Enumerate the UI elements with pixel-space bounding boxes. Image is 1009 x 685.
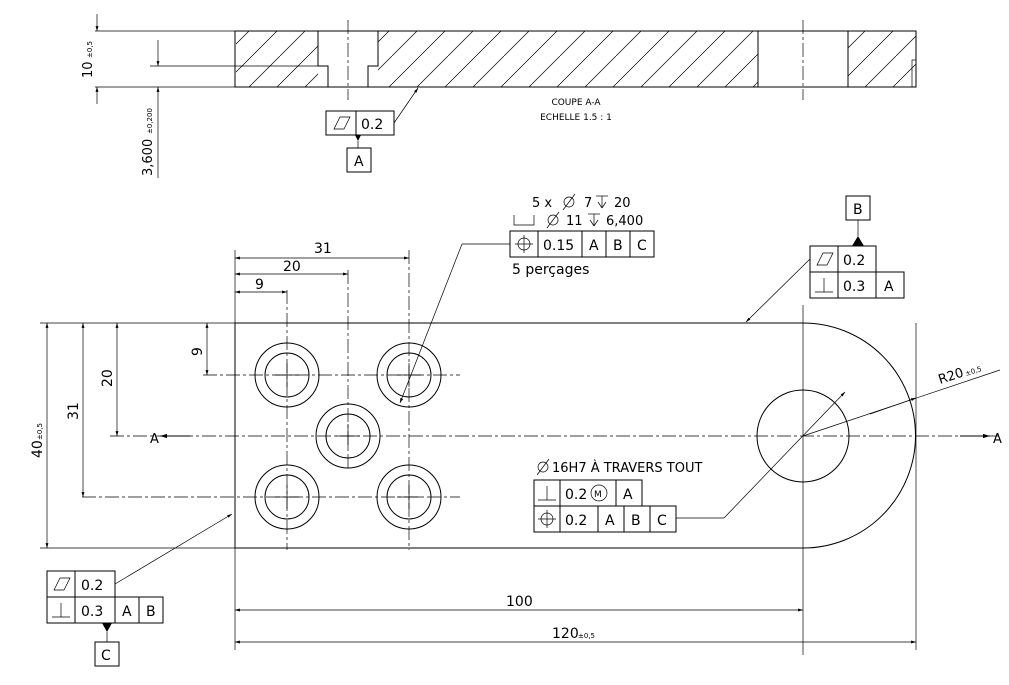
radius-arrow — [869, 397, 917, 415]
holes-leader — [399, 243, 463, 404]
datum-b-label: B — [853, 202, 863, 218]
dim-40-tolerance: ±0,5 — [36, 423, 44, 440]
bore-pos-datum-c: C — [657, 513, 667, 529]
section-hatching — [236, 31, 916, 87]
holes-count: 5 x — [532, 196, 552, 211]
section-view: 10 ±0,5 3,600 ±0,200 0.2 A COUPE A-A ECH… — [81, 14, 917, 178]
flatness-icon — [333, 116, 351, 130]
end-detail — [911, 59, 917, 88]
bore-title: 16H7 À TRAVERS TOUT — [552, 460, 702, 476]
radius-tolerance: ±0,5 — [964, 365, 983, 378]
position-icon-bore — [538, 510, 556, 528]
top-right-perp-datum: A — [884, 279, 894, 295]
section-letter-left: A — [150, 432, 159, 447]
top-right-perp-value: 0.3 — [843, 279, 865, 295]
hole-5 — [376, 464, 442, 530]
bottom-left-frame: 0.2 0.3 A B C — [46, 513, 233, 667]
holes-datum-a: A — [589, 238, 599, 254]
hole-3 — [315, 403, 381, 469]
flatness-icon-b — [816, 252, 834, 266]
dim-100-value: 100 — [506, 594, 533, 610]
hole-2 — [376, 342, 442, 408]
datum-a-label: A — [354, 154, 364, 170]
bottom-left-datum-b: B — [146, 604, 156, 620]
bore-pos-datum-a: A — [605, 513, 615, 529]
plan-view: A A 31 20 9 — [30, 241, 1002, 655]
datum-a-box — [346, 147, 372, 173]
perpendicularity-icon-b — [815, 278, 833, 293]
bore-leader — [723, 391, 846, 519]
datum-triangle-c — [102, 623, 112, 632]
dim-31-value: 31 — [314, 241, 332, 257]
dim-20-value: 20 — [283, 259, 301, 275]
dim-120-tolerance: ±0,5 — [578, 632, 595, 640]
datum-triangle-a — [355, 135, 361, 141]
dim-9-value: 9 — [255, 277, 264, 293]
hole-1 — [254, 342, 320, 408]
datum-b-box — [845, 195, 871, 221]
datum-triangle-b — [852, 236, 864, 246]
bore-callout: 16H7 À TRAVERS TOUT 0.2 M A 0.2 A B C — [533, 391, 846, 533]
section-outline — [234, 30, 917, 88]
flatness-icon-c — [53, 577, 71, 591]
section-letter-right: A — [993, 432, 1002, 447]
bore-perp-datum: A — [623, 487, 633, 503]
bore-pos-datum-b: B — [631, 513, 641, 529]
depth-icon-2 — [588, 213, 600, 227]
radius-value: R20 — [937, 366, 966, 388]
bottom-left-flatness-value: 0.2 — [81, 578, 103, 594]
holes-datum-c: C — [637, 238, 647, 254]
dim-10-tolerance: ±0,5 — [86, 41, 94, 58]
section-flatness-leader — [393, 87, 419, 124]
part-outline — [234, 322, 916, 549]
dim-40-value: 40 — [30, 440, 46, 458]
counterbore-depth: 6,400 — [606, 214, 643, 229]
datum-c-box — [94, 641, 120, 667]
dim-3600-tolerance: ±0,200 — [146, 108, 154, 134]
bore-circle — [756, 389, 850, 483]
counterbore-diameter: 11 — [566, 214, 583, 229]
mmc-circle-icon — [590, 484, 608, 502]
bore-perp-value: 0.2 — [565, 487, 587, 503]
dim-20v-value: 20 — [100, 369, 116, 387]
dim-120-value: 120 — [552, 626, 579, 642]
dim-31v-value: 31 — [66, 402, 82, 420]
top-right-frame: B 0.2 0.3 A — [745, 195, 905, 323]
diameter-icon — [562, 193, 576, 211]
datum-c-label: C — [101, 648, 111, 664]
hole-4 — [254, 464, 320, 530]
counterbore-icon — [513, 215, 535, 226]
bottom-left-perp-value: 0.3 — [81, 604, 103, 620]
holes-diameter: 7 — [584, 196, 592, 211]
section-title: COUPE A-A — [551, 98, 601, 108]
diameter-icon-2 — [546, 211, 560, 229]
holes-position-tol: 0.15 — [543, 238, 574, 254]
section-scale: ECHELLE 1.5 : 1 — [540, 113, 612, 123]
bottom-left-leader — [114, 513, 233, 585]
bore-perp-modifier: M — [594, 490, 602, 500]
perpendicularity-icon-bore — [538, 486, 556, 501]
bore-pos-value: 0.2 — [565, 513, 587, 529]
holes-note: 5 perçages — [512, 262, 589, 278]
holes-datum-b: B — [613, 238, 623, 254]
holes-depth: 20 — [614, 196, 631, 211]
top-right-leader — [745, 258, 811, 323]
dim-9v-value: 9 — [190, 347, 206, 356]
dim-3600-value: 3,600 — [141, 139, 156, 176]
position-icon — [515, 235, 533, 253]
dim-10-value: 10 — [81, 61, 96, 78]
holes-callout: 5 x 7 20 11 6,400 0.15 A B C 5 perçages — [399, 193, 655, 404]
counterbore-cut — [317, 31, 379, 87]
top-right-flatness-value: 0.2 — [843, 253, 865, 269]
section-flatness-value: 0.2 — [361, 117, 383, 133]
depth-icon — [596, 195, 608, 209]
bottom-left-datum-a: A — [122, 604, 132, 620]
perpendicularity-icon-c — [52, 603, 70, 618]
bore-diameter-icon — [536, 458, 550, 476]
section-flatness-frame: 0.2 A — [325, 87, 419, 173]
